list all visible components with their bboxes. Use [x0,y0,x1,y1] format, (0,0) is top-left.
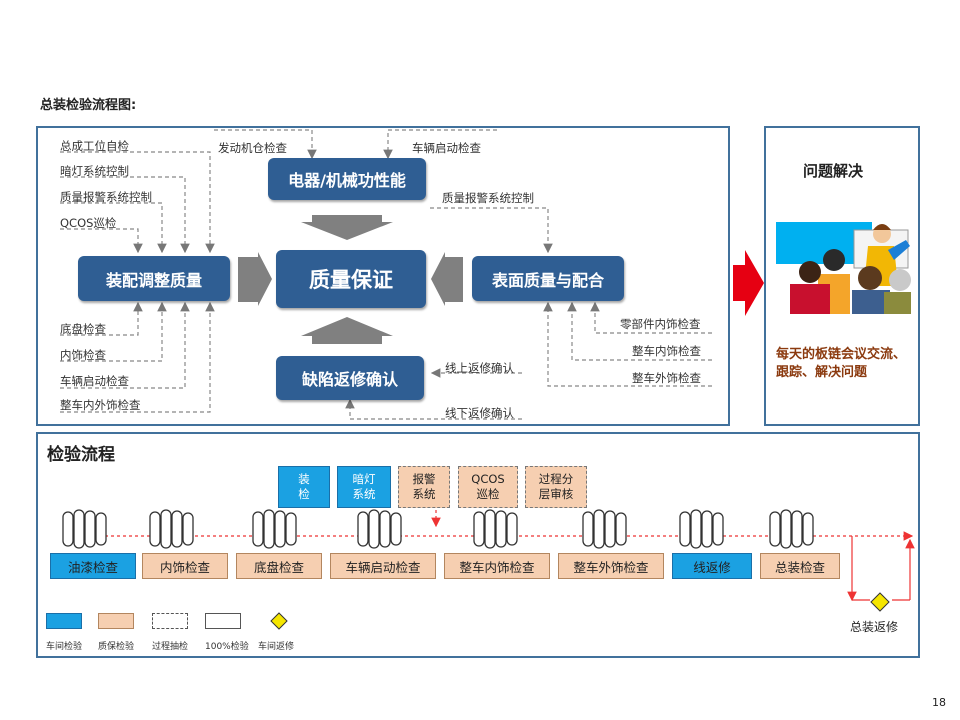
category-5: 过程分 层审核 [525,466,587,508]
input-bottom-2: 线下返修确认 [445,406,514,420]
hand-icon-2 [149,509,194,549]
input-left-7: 车辆启动检查 [60,374,129,388]
legend-label-3: 过程抽检 [152,642,189,652]
input-top-2: 车辆启动检查 [412,141,481,155]
meeting-illustration [776,222,911,314]
input-right-3: 整车外饰检查 [632,371,701,385]
input-left-5: 底盘检查 [60,322,106,336]
legend-label-1: 车间检验 [46,642,83,652]
input-right-1: 零部件内饰检查 [620,317,701,331]
legend-swatch-3 [152,613,188,629]
legend-swatch-1 [46,613,82,629]
input-left-8: 整车内外饰检查 [60,398,141,412]
hand-icon-3 [252,509,297,549]
stage-2: 内饰检查 [142,553,228,579]
page-title: 总装检验流程图: [40,98,137,113]
end-label: 总装返修 [850,620,899,634]
rework-diamond [870,592,890,612]
input-left-1: 总成工位自检 [60,139,129,153]
box-top: 电器/机械功性能 [268,158,426,200]
hand-icon-1 [62,509,107,549]
stage-7: 线返修 [672,553,752,579]
stage-5: 整车内饰检查 [444,553,550,579]
legend-swatch-2 [98,613,134,629]
stage-8: 总装检查 [760,553,840,579]
stage-1: 油漆检查 [50,553,136,579]
hand-icon-6 [582,509,627,549]
box-center: 质量保证 [276,250,426,308]
legend-swatch-5 [270,612,288,630]
stage-4: 车辆启动检查 [330,553,436,579]
input-bottom-1: 线上返修确认 [445,361,514,375]
legend-label-2: 质保检验 [98,642,135,652]
solve-text: 每天的板链会议交流、跟踪、解决问题 [776,347,907,380]
solve-title: 问题解决 [803,162,864,180]
hand-icon-4 [357,509,402,549]
process-title: 检验流程 [47,445,115,465]
box-bottom: 缺陷返修确认 [276,356,424,400]
red-arrow [733,250,764,316]
box-left: 装配调整质量 [78,256,230,301]
legend-label-4: 100%检验 [205,642,249,652]
box-right: 表面质量与配合 [472,256,624,301]
input-left-4: QCOS巡检 [60,216,117,230]
input-top-1: 发动机仓检查 [218,141,287,155]
page-number: 18 [932,696,946,709]
input-top-right: 质量报警系统控制 [442,191,534,205]
category-4: QCOS 巡检 [458,466,518,508]
hand-icon-8 [769,509,814,549]
stage-6: 整车外饰检查 [558,553,664,579]
input-left-6: 内饰检查 [60,348,106,362]
input-left-2: 暗灯系统控制 [60,164,129,178]
hand-icon-5 [473,509,518,549]
input-right-2: 整车内饰检查 [632,344,701,358]
legend-label-5: 车间返修 [258,642,295,652]
input-left-3: 质量报警系统控制 [60,190,152,204]
category-3: 报警 系统 [398,466,450,508]
hand-icon-7 [679,509,724,549]
category-2: 暗灯 系统 [337,466,391,508]
stage-3: 底盘检查 [236,553,322,579]
legend-swatch-4 [205,613,241,629]
category-1: 装 检 [278,466,330,508]
